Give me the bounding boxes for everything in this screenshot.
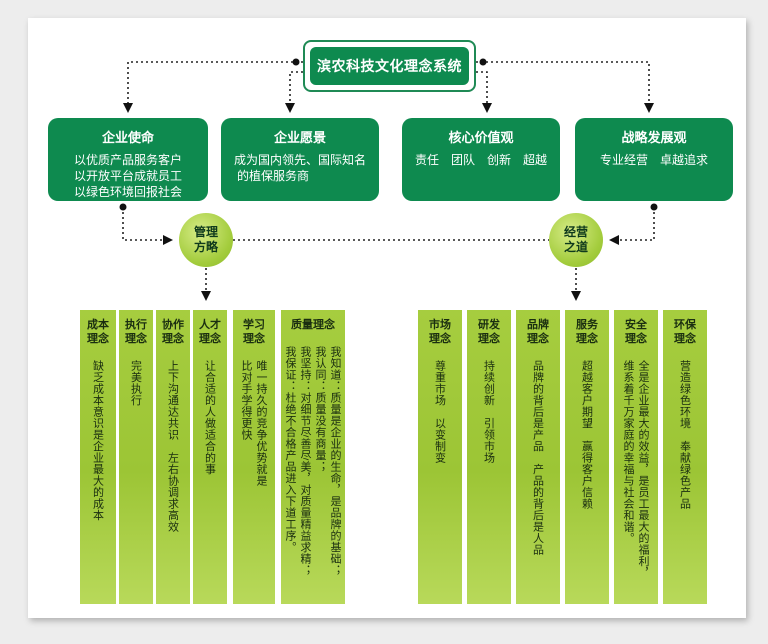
environment-column: 环保理念 营造绿色环境 奉献绿色产品 (663, 310, 707, 604)
column-text: 完美执行 (129, 360, 143, 406)
mission-line: 以优质产品服务客户 (73, 153, 182, 167)
column-text: 上下沟通达共识 左右协调求高效 (166, 360, 180, 533)
strategy-heading: 战略发展观 (621, 131, 687, 146)
vision-line: 的植保服务商 (237, 169, 310, 183)
management-circle: 管理 方略 (179, 213, 233, 267)
service-column: 服务理念 超越客户期望 赢得客户信赖 (565, 310, 609, 604)
mission-line: 以开放平台成就员工 (73, 169, 182, 183)
values-line: 责任 团队 创新 超越 (414, 153, 547, 167)
vision-heading: 企业愿景 (273, 131, 326, 146)
strategy-box: 战略发展观 专业经营 卓越追求 (575, 118, 733, 201)
safety-column: 安全理念 全是企业最大的效益，是员工最大的福利， 维系着千万家庭的幸福与社会和谐… (614, 310, 658, 604)
column-heading: 成本理念 (87, 318, 109, 345)
column-text: 尊重市场 以变制变 (433, 360, 447, 464)
execution-column: 执行理念 完美执行 (119, 310, 153, 604)
column-text: 营造绿色环境 奉献绿色产品 (678, 360, 692, 510)
vision-box: 企业愿景 成为国内领先、国际知名 的植保服务商 (221, 118, 379, 201)
quality-column: 质量理念 我知道：质量是企业的生命，是品牌的基础； 我认同：质量没有商量； 我坚… (281, 310, 345, 604)
column-heading: 协作理念 (162, 318, 184, 345)
values-heading: 核心价值观 (448, 131, 514, 146)
column-text: 全是企业最大的效益，是员工最大的福利， (637, 360, 650, 579)
column-text: 缺乏成本意识是企业最大的成本 (91, 360, 105, 521)
market-column: 市场理念 尊重市场 以变制变 (418, 310, 462, 604)
column-text: 品牌的背后是产品 产品的背后是人品 (531, 360, 545, 556)
column-text: 比对手学得更快 (240, 360, 253, 441)
title-box: 滨农科技文化理念系统 (303, 40, 476, 92)
column-text: 我认同：质量没有商量； (314, 346, 327, 473)
column-text: 我知道：质量是企业的生命，是品牌的基础； (329, 346, 342, 576)
column-heading: 研发理念 (478, 318, 500, 345)
cost-column: 成本理念 缺乏成本意识是企业最大的成本 (80, 310, 116, 604)
diagram-title: 滨农科技文化理念系统 (310, 47, 469, 85)
column-heading: 市场理念 (429, 318, 451, 345)
management-label: 方略 (193, 240, 218, 254)
column-text: 我坚持：对细节尽善尽美，对质量精益求精； (299, 346, 312, 576)
column-heading: 人才理念 (199, 318, 221, 345)
values-box: 核心价值观 责任 团队 创新 超越 (402, 118, 560, 201)
column-text: 持续创新 引领市场 (482, 360, 496, 464)
column-heading: 品牌理念 (527, 318, 549, 345)
strategy-line: 专业经营 卓越追求 (599, 153, 708, 167)
column-heading: 环保理念 (674, 318, 696, 345)
rnd-column: 研发理念 持续创新 引领市场 (467, 310, 511, 604)
column-heading: 质量理念 (291, 318, 335, 331)
column-text: 超越客户期望 赢得客户信赖 (580, 360, 594, 510)
vision-line: 成为国内领先、国际知名 (233, 153, 366, 167)
mission-heading: 企业使命 (101, 131, 154, 146)
column-heading: 执行理念 (125, 318, 147, 345)
mission-line: 以绿色环境回报社会 (73, 185, 182, 199)
column-heading: 安全理念 (625, 318, 647, 345)
learning-column: 学习理念 唯一持久的竞争优势就是 比对手学得更快 (233, 310, 275, 604)
column-heading: 服务理念 (576, 318, 598, 345)
operation-label: 经营 (563, 225, 588, 239)
brand-column: 品牌理念 品牌的背后是产品 产品的背后是人品 (516, 310, 560, 604)
mission-box: 企业使命 以优质产品服务客户 以开放平台成就员工 以绿色环境回报社会 (48, 118, 208, 201)
management-label: 管理 (193, 225, 218, 239)
column-text: 让合适的人做适合的事 (203, 360, 217, 475)
collaboration-column: 协作理念 上下沟通达共识 左右协调求高效 (156, 310, 190, 604)
talent-column: 人才理念 让合适的人做适合的事 (193, 310, 227, 604)
column-heading: 学习理念 (243, 318, 265, 345)
operation-label: 之道 (563, 240, 588, 254)
column-text: 维系着千万家庭的幸福与社会和谐。 (622, 360, 635, 544)
column-text: 我保证：杜绝不合格产品进入下道工序。 (284, 346, 297, 553)
column-text: 唯一持久的竞争优势就是 (255, 360, 268, 487)
operation-circle: 经营 之道 (549, 213, 603, 267)
